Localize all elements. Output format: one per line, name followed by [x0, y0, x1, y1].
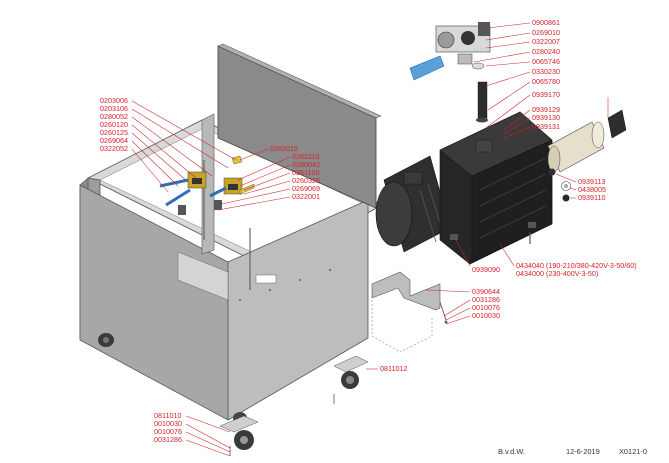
part-label: 0065746 — [532, 57, 560, 66]
part-label: 0269069 — [292, 184, 320, 193]
pressure-regulator-assembly — [409, 22, 491, 81]
part-label: 0010076 — [472, 303, 500, 312]
part-label: 0262110 — [292, 152, 319, 161]
part-label: 0010030 — [472, 311, 500, 320]
labels-mid-cluster: 0262015 0262110 0280042 0261105 0260325 … — [270, 144, 320, 201]
part-label: 0939090 — [472, 265, 500, 274]
part-label: 0260125 — [100, 128, 128, 137]
part-label: 0330230 — [532, 67, 560, 76]
oil-sight-and-plugs — [548, 168, 571, 202]
part-label: 0203106 — [100, 104, 128, 113]
part-label: 0939129 — [532, 105, 560, 114]
part-label: 0434040 (190-210/380-420V-3-50/60) — [516, 261, 637, 270]
part-label: 0260120 — [100, 120, 128, 129]
part-label: 0322001 — [292, 192, 320, 201]
labels-top-right: 0900861 0269010 0322007 0280240 0065746 … — [532, 18, 560, 131]
part-label: 0260325 — [292, 176, 320, 185]
author-label: B.v.d.W. — [498, 447, 525, 456]
part-label: 0811012 — [380, 364, 407, 373]
bracket-group-outline — [371, 300, 433, 353]
part-label: 0322052 — [100, 144, 128, 153]
part-label: 0031286 — [472, 295, 500, 304]
part-label: 0261105 — [292, 168, 319, 177]
labels-caster-right: 0811012 — [380, 364, 407, 373]
part-label: 0280240 — [532, 47, 560, 56]
part-label: 0031286 — [154, 435, 182, 444]
part-label: 0811010 — [154, 411, 181, 420]
part-label: 0280042 — [292, 160, 320, 169]
frame-caster-left — [98, 333, 114, 347]
part-label: 0438005 — [578, 185, 606, 194]
intake-hose — [476, 81, 488, 123]
part-label: 0269010 — [532, 28, 560, 37]
part-label: 0280052 — [100, 112, 128, 121]
labels-bracket: 0390644 0031286 0010076 0010030 — [472, 287, 500, 320]
title-block: B.v.d.W. 12-6-2019 X0121-0 — [498, 447, 647, 456]
date-label: 12-6-2019 — [566, 447, 600, 456]
caster-right — [333, 355, 369, 404]
leader-lines — [131, 22, 609, 457]
labels-left-cluster: 0203006 0203106 0280052 0260120 0260125 … — [100, 96, 128, 153]
valve-assembly-left — [159, 171, 207, 215]
labels-caster-left: 0811010 0010030 0010076 0031286 — [154, 411, 182, 444]
part-label: 0939170 — [532, 90, 560, 99]
exhaust-filter — [547, 121, 605, 173]
part-label: 0939110 — [578, 193, 605, 202]
part-label: 0939131 — [532, 122, 560, 131]
vacuum-pump — [375, 111, 553, 265]
part-label: 0010076 — [154, 427, 182, 436]
part-label: 0390644 — [472, 287, 500, 296]
filter-end-cap — [607, 109, 627, 139]
part-label: 0939113 — [578, 177, 605, 186]
part-label: 0269064 — [100, 136, 128, 145]
labels-pump-bottom: 0939090 0434040 (190-210/380-420V-3-50/6… — [472, 261, 637, 278]
mounting-bracket — [371, 271, 448, 324]
caster-left — [219, 415, 259, 456]
part-label: 0939130 — [532, 113, 560, 122]
part-label: 0203006 — [100, 96, 128, 105]
labels-filter-side: 0939113 0438005 0939110 — [578, 177, 606, 202]
part-label: 0322007 — [532, 37, 560, 46]
part-label: 0900861 — [532, 18, 560, 27]
part-label: 0065780 — [532, 77, 560, 86]
doc-number-label: X0121-0 — [619, 447, 647, 456]
regulator-washer — [471, 62, 485, 70]
part-label: 0434000 (230-400V-3-50) — [516, 269, 598, 278]
part-label: 0010030 — [154, 419, 182, 428]
part-label: 0262015 — [270, 144, 298, 153]
